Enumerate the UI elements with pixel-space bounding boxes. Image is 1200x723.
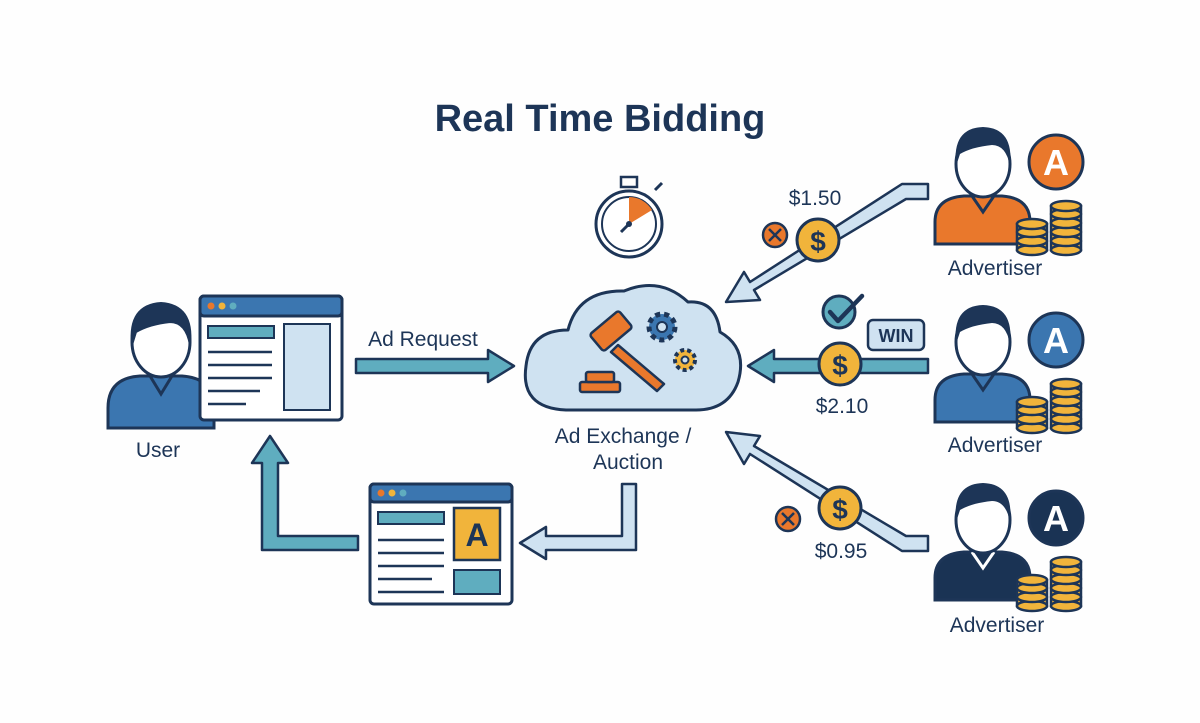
coin-stack-icon-2 (1015, 377, 1083, 435)
advertiser-badge-1-letter: A (1043, 142, 1069, 183)
advertiser-badge-2-letter: A (1043, 320, 1069, 361)
win-badge (866, 318, 926, 352)
advertiser-badge-3-letter: A (1043, 498, 1069, 539)
ad-letter: A (465, 517, 488, 553)
user-label: User (136, 439, 180, 462)
advertiser-badge-3 (1027, 489, 1085, 547)
bid-amount-2: $2.10 (816, 395, 869, 418)
advertiser-avatar-1 (933, 127, 1032, 246)
gear-small-icon (673, 348, 697, 372)
bid-coin-3-symbol: $ (832, 494, 848, 525)
advertiser-label-2: Advertiser (948, 434, 1043, 457)
advertiser-avatar-3 (933, 483, 1032, 602)
bid-coin-2 (817, 341, 863, 387)
ad-display-arrow (250, 434, 360, 552)
win-badge-label: WIN (879, 326, 914, 346)
advertiser-label-3: Advertiser (950, 614, 1045, 637)
ad-exchange-cloud (523, 284, 743, 412)
gear-icon (646, 311, 678, 343)
ad-response-arrow (518, 482, 638, 561)
bid-coin-3 (817, 485, 863, 531)
exchange-label-line2: Auction (593, 451, 663, 474)
stopwatch-icon (594, 175, 664, 259)
bid-amount-1: $1.50 (789, 187, 842, 210)
user-avatar (106, 301, 216, 430)
gavel-icon (578, 310, 666, 394)
bid-amount-3: $0.95 (815, 540, 868, 563)
bid-coin-1 (795, 217, 841, 263)
ad-page-window (368, 482, 514, 606)
bid-coin-2-symbol: $ (832, 350, 848, 381)
coin-stack-icon-3 (1015, 555, 1083, 613)
advertiser-avatar-2 (933, 305, 1032, 424)
coin-stack-icon-1 (1015, 199, 1083, 257)
rejected-icon-1 (761, 221, 789, 249)
user-browser-window (198, 294, 344, 422)
accepted-check-icon (821, 293, 865, 330)
advertiser-label-1: Advertiser (948, 257, 1043, 280)
exchange-label-line1: Ad Exchange / (555, 425, 692, 448)
ad-request-label: Ad Request (368, 328, 478, 351)
ad-request-arrow (354, 348, 516, 384)
advertiser-badge-2 (1027, 311, 1085, 369)
advertiser-badge-1 (1027, 133, 1085, 191)
bid-coin-1-symbol: $ (810, 226, 826, 257)
rejected-icon-3 (774, 505, 802, 533)
diagram-title: Real Time Bidding (435, 98, 766, 140)
